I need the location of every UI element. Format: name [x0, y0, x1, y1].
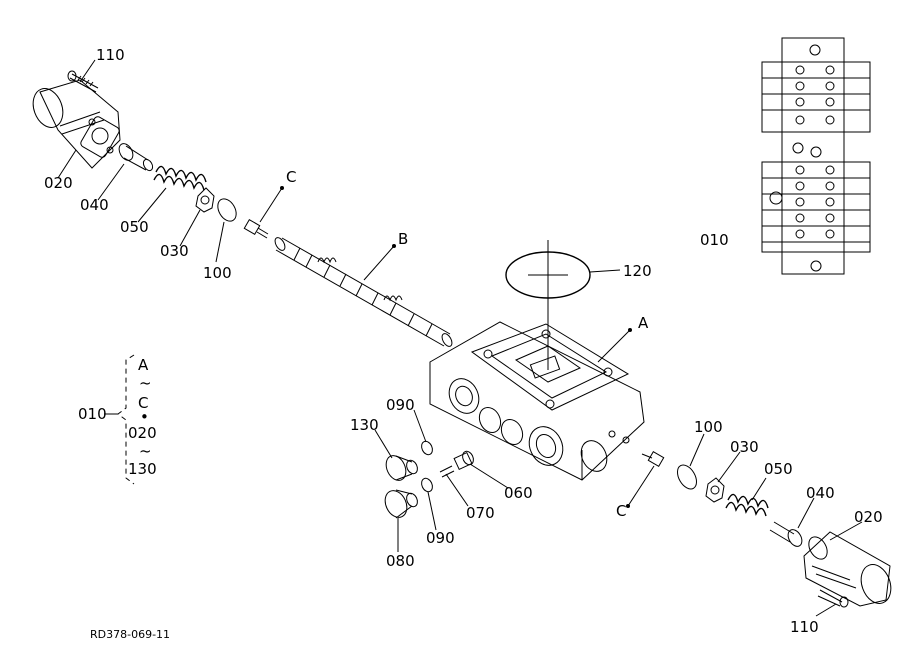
label-080: 080 — [386, 552, 415, 570]
label-010-right: 010 — [700, 231, 729, 249]
bracket-line-C: C — [138, 394, 148, 412]
label-050-left: 050 — [120, 218, 149, 236]
label-110-top: 110 — [96, 46, 125, 64]
bracket-line-020: 020 — [128, 424, 157, 442]
label-120: 120 — [623, 262, 652, 280]
spring-050-left — [153, 165, 207, 191]
o-ring-090-top — [421, 440, 433, 456]
valve-body-A — [429, 321, 645, 481]
label-060: 060 — [504, 484, 533, 502]
end-cap-020-left — [32, 79, 121, 169]
bracket-dot: • — [140, 408, 149, 426]
label-110-bottom: 110 — [790, 618, 819, 636]
poppet-070 — [439, 465, 455, 478]
spring-retainer-030-left — [195, 187, 215, 213]
valve-stack-schematic — [761, 37, 871, 275]
label-030-left: 030 — [160, 242, 189, 260]
spring-seat-040-right — [769, 521, 803, 547]
label-040-right: 040 — [806, 484, 835, 502]
label-130: 130 — [350, 416, 379, 434]
label-050-right: 050 — [764, 460, 793, 478]
leader-lines — [57, 59, 863, 617]
o-ring-100-left — [217, 198, 237, 222]
label-B: B — [398, 230, 408, 248]
spring-050-right — [725, 493, 769, 517]
label-090-top: 090 — [386, 396, 415, 414]
bracket-tilde-2: ~ — [139, 442, 152, 460]
bolt-C-right — [641, 450, 665, 468]
bolt-110-left — [67, 70, 99, 93]
o-ring-120 — [505, 240, 591, 370]
label-C-top: C — [286, 168, 296, 186]
bracket-line-A: A — [138, 356, 149, 374]
bracket-tilde-1: ~ — [139, 374, 152, 392]
spool-B — [274, 237, 453, 347]
label-090-bot: 090 — [426, 529, 455, 547]
bolt-110-right — [817, 589, 849, 608]
end-cap-020-right — [803, 531, 892, 607]
label-C-bottom: C — [616, 502, 626, 520]
plug-080 — [384, 489, 418, 519]
o-ring-090-bot — [421, 477, 433, 493]
label-020-left: 020 — [44, 174, 73, 192]
plug-130 — [385, 455, 418, 481]
plug-060 — [453, 450, 474, 471]
label-040-left: 040 — [80, 196, 109, 214]
label-A: A — [638, 314, 649, 332]
label-100-right: 100 — [694, 418, 723, 436]
o-ring-100-right — [677, 464, 697, 490]
label-070: 070 — [466, 504, 495, 522]
bracket-code: 010 — [78, 405, 107, 423]
bolt-C-left — [243, 218, 269, 239]
reference-code: RD378-069-11 — [90, 628, 170, 641]
label-100-left: 100 — [203, 264, 232, 282]
spring-seat-040-left — [118, 143, 154, 172]
spring-retainer-030-right — [705, 477, 725, 503]
label-030-right: 030 — [730, 438, 759, 456]
bracket-line-130: 130 — [128, 460, 157, 478]
label-020-right: 020 — [854, 508, 883, 526]
assembly-bracket — [104, 354, 135, 485]
